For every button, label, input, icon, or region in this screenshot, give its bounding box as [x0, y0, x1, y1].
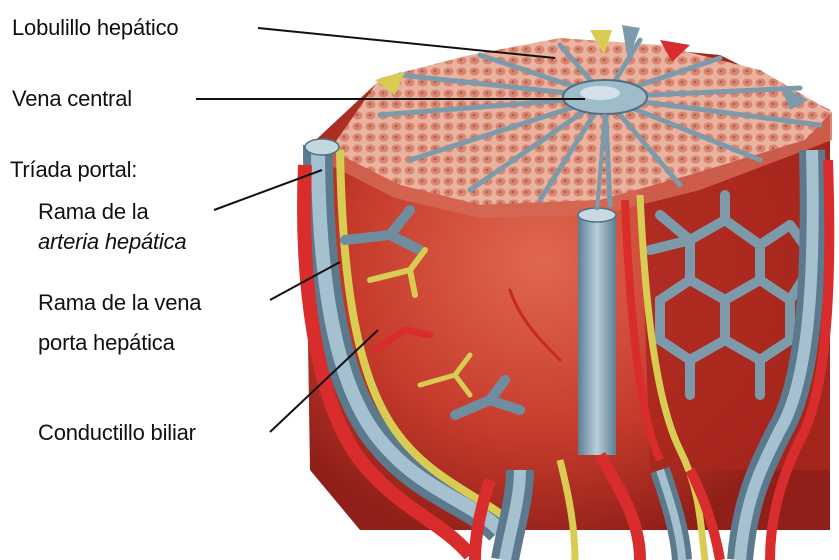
label-central-vein: Vena central: [12, 86, 132, 112]
label-portal-triad: Tríada portal:: [10, 157, 137, 183]
leader-lobule: [258, 28, 555, 58]
label-portal-vein-line1: Rama de la vena: [38, 290, 201, 316]
label-bile-duct: Conductillo biliar: [38, 420, 196, 446]
label-artery-line2: arteria hepática: [38, 229, 186, 255]
label-artery-line1: Rama de la: [38, 199, 149, 225]
label-lobule: Lobulillo hepático: [12, 15, 178, 41]
label-portal-vein-line2: porta hepática: [38, 330, 175, 356]
